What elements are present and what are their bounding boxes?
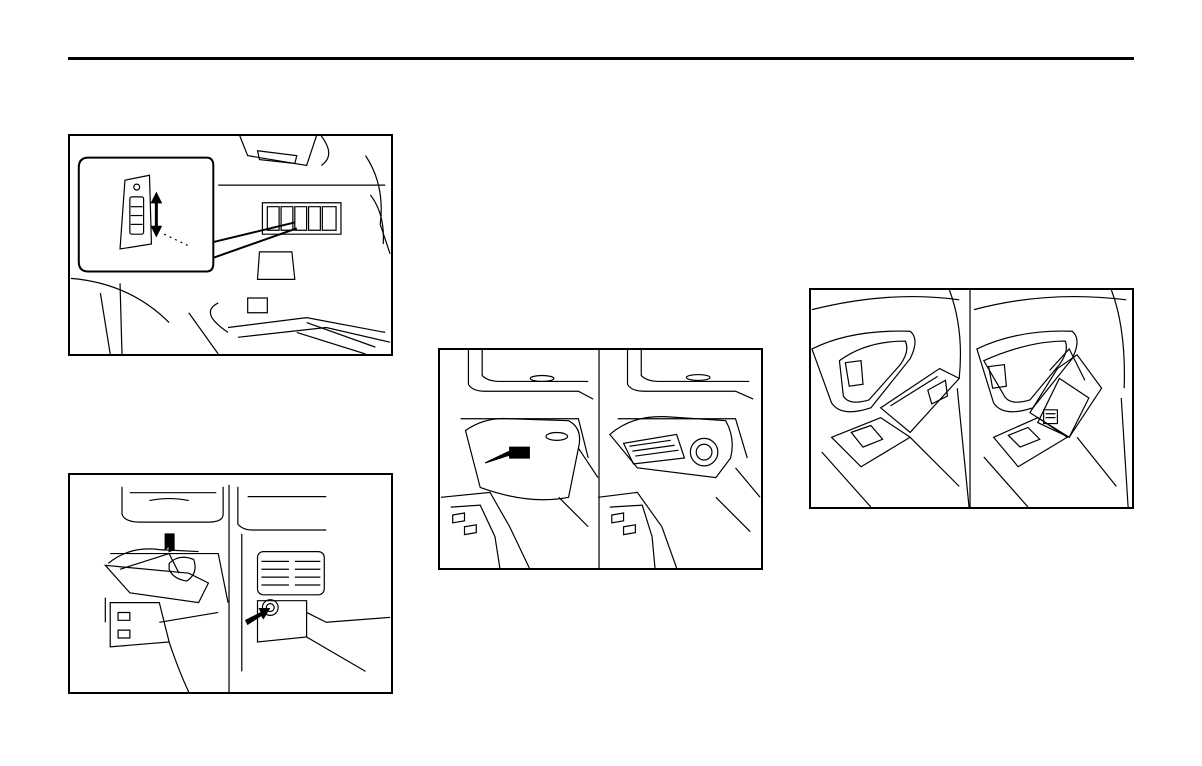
header-rule xyxy=(68,57,1134,60)
ashtray-lighter-illustration xyxy=(70,475,391,692)
console-ashtray-figure xyxy=(438,348,763,570)
console-ashtray-illustration xyxy=(440,350,761,568)
door-ashtray-figure xyxy=(809,288,1134,509)
dimmer-switch-figure xyxy=(68,134,393,356)
dimmer-switch-illustration xyxy=(70,136,391,354)
ashtray-lighter-figure xyxy=(68,473,393,694)
door-ashtray-illustration xyxy=(811,290,1132,507)
